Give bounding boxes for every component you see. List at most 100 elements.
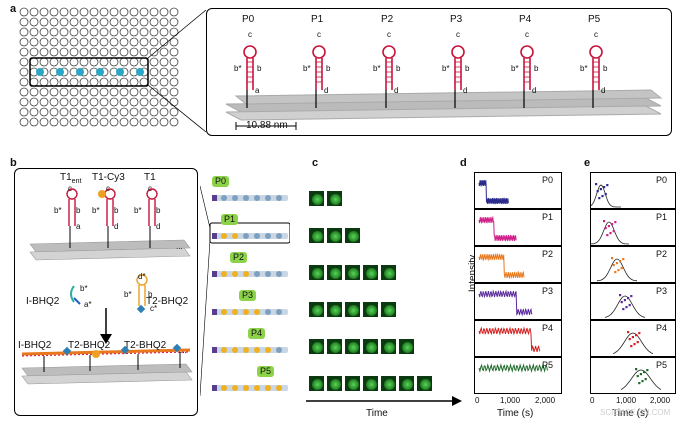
panel-b-diagram [21, 188, 193, 385]
histogram-box [590, 357, 676, 394]
probe-tag: P3 [239, 290, 257, 301]
histogram-box [590, 246, 676, 283]
loop-label: c [594, 30, 598, 39]
fluorescence-frame [380, 264, 397, 281]
fluorescence-frame [326, 264, 343, 281]
base-label: a [255, 86, 260, 95]
fluorescence-frame [326, 227, 343, 244]
right-stem-label: b [603, 64, 608, 73]
hairpin-p5 [589, 45, 603, 108]
fluorescence-frame [398, 338, 415, 355]
fluorescence-frame [308, 190, 325, 207]
fluorescence-frame [344, 375, 361, 392]
intensity-trace [478, 326, 541, 353]
fluorescence-frame [344, 227, 361, 244]
intensity-trace-box [474, 283, 562, 320]
panel-e-label: e [584, 157, 591, 169]
zoom-lines [147, 9, 207, 133]
histogram-box [589, 209, 676, 246]
hairpin-p4 [520, 45, 534, 108]
left-stem-label: b* [511, 64, 519, 73]
left-stem-label: b* [373, 64, 381, 73]
probe-tag: P1 [221, 214, 239, 225]
histogram [612, 331, 654, 354]
hist-probe-label: P0 [656, 175, 668, 185]
t2bhq2-label: T2-BHQ2 [146, 296, 189, 307]
hairpin-base-label: d [114, 222, 119, 231]
scale-bar-label: 10.88 nm [246, 120, 288, 131]
t1ent-sub: ent [71, 178, 82, 185]
fluorescence-frame [362, 301, 379, 318]
strand-label-t1ent: T1ent [60, 172, 81, 185]
fluorescence-frame [308, 301, 325, 318]
hairpin-right-label: b [76, 206, 81, 215]
e-xlabel: Time (s) [612, 408, 649, 419]
hist-probe-label: P4 [656, 323, 668, 333]
histogram [604, 294, 646, 318]
intensity-trace-box [474, 209, 562, 246]
ellipsis-top: ... [176, 242, 183, 251]
trace-probe-label: P5 [542, 360, 554, 370]
fluorescence-frame [380, 375, 397, 392]
right-stem-label: b [396, 64, 401, 73]
fluorescence-frame [380, 338, 397, 355]
base-label: d [601, 86, 606, 95]
fluorescence-frame [398, 375, 415, 392]
hairpin-right-label: b [156, 206, 161, 215]
fluorescence-frame [380, 301, 397, 318]
loop-label: c [456, 30, 460, 39]
hist-probe-label: P3 [656, 286, 668, 296]
hairpin-left-label: b* [92, 206, 100, 215]
fluorescence-frame [344, 301, 361, 318]
probe-label: P3 [450, 14, 463, 25]
intensity-trace-box [474, 172, 562, 209]
right-stem-label: b [465, 64, 470, 73]
fluorescence-frame [362, 264, 379, 281]
hairpin-left-label: b* [54, 206, 62, 215]
ibhq2-label: I-BHQ2 [26, 296, 60, 307]
panel-c-label: c [312, 157, 319, 169]
hairpin-p2 [382, 45, 396, 108]
time-arrow [306, 396, 462, 406]
loop-label: c [525, 30, 529, 39]
hairpin-p1 [312, 45, 326, 108]
probe-strip-column [200, 185, 290, 397]
right-stem-label: b [326, 64, 331, 73]
probe-strip-0 [212, 195, 288, 201]
fluorescence-frame [344, 264, 361, 281]
bottom-t2bhq2-1: T2-BHQ2 [68, 340, 111, 351]
fluorescence-frame [362, 338, 379, 355]
fluorescence-frame [308, 338, 325, 355]
intensity-trace [478, 215, 517, 243]
panel-d-label: d [460, 157, 467, 169]
hairpin-p3 [451, 45, 465, 108]
probe-label: P5 [588, 14, 601, 25]
intensity-trace-box [474, 246, 562, 283]
e-tick-0: 0 [590, 396, 595, 405]
probe-strip-5 [212, 385, 288, 391]
probe-tag: P5 [257, 366, 275, 377]
fluorescence-frame [362, 375, 379, 392]
base-label: d [463, 86, 468, 95]
hairpin-p0 [243, 45, 257, 108]
probe-tag: P0 [212, 176, 230, 187]
hist-probe-label: P1 [656, 212, 668, 222]
probe-label: P0 [242, 14, 255, 25]
intensity-trace [478, 289, 533, 317]
histogram-box [581, 172, 676, 209]
panel-a-zoom-box [206, 8, 672, 136]
trace-probe-label: P1 [542, 212, 554, 222]
loop-label: c [317, 30, 321, 39]
intensity-trace [478, 252, 525, 280]
fluorescence-frame [308, 375, 325, 392]
t2-d: d* [138, 272, 146, 281]
d-tick-2000: 2,000 [535, 396, 556, 405]
probe-strip-1 [212, 233, 288, 239]
hairpin-base-label: d [156, 222, 161, 231]
probe-strip-2 [212, 271, 288, 277]
probe-label: P2 [381, 14, 394, 25]
intensity-trace [478, 363, 549, 373]
trace-probe-label: P3 [542, 286, 554, 296]
histogram [589, 220, 629, 245]
panel-b-label: b [10, 157, 17, 169]
